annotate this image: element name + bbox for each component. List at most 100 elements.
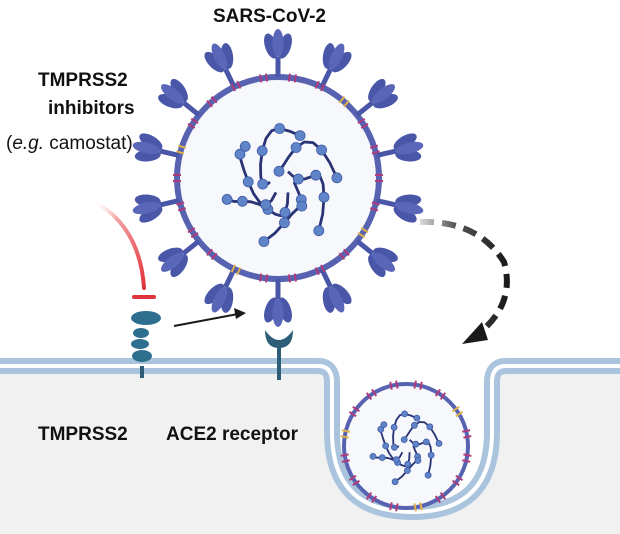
envelope-protein	[206, 248, 218, 260]
inhibitor-example-drug: camostat)	[44, 133, 133, 154]
envelope-protein	[434, 492, 446, 504]
envelope-protein	[434, 388, 446, 400]
inhibitor-example-eg: e.g.	[12, 133, 45, 154]
membrane-inner-line	[0, 364, 620, 515]
spike-protein	[264, 279, 292, 327]
rna-bead	[221, 193, 233, 205]
rna-bead	[380, 421, 388, 429]
spike-proteins	[132, 29, 424, 327]
envelope-protein	[452, 406, 464, 418]
rna-bead	[294, 130, 306, 142]
spike-protein	[355, 239, 398, 278]
rna-bead	[414, 457, 422, 464]
rna-bead	[427, 451, 435, 459]
envelope-protein	[176, 144, 187, 155]
ace2-receptor-label: ACE2 receptor	[166, 424, 298, 445]
envelope-protein	[357, 117, 369, 129]
ace2-receptor	[265, 330, 293, 380]
rna-bead	[413, 414, 421, 422]
envelope-proteins	[173, 73, 383, 283]
rna-bead	[242, 176, 254, 188]
rna-bead	[310, 169, 322, 181]
rna-bead	[390, 443, 398, 451]
rna-bead	[422, 438, 430, 446]
envelope-protein	[369, 144, 380, 155]
envelope-protein	[462, 453, 472, 463]
envelope-protein	[230, 264, 242, 276]
spike-protein	[319, 43, 352, 89]
rna-bead	[410, 421, 418, 429]
rna-bead	[424, 471, 432, 479]
virus-envelope	[174, 74, 382, 282]
rna-bead	[403, 467, 411, 474]
envelope-protein	[348, 406, 360, 418]
endocytosis-arrow	[419, 218, 510, 344]
rna-bead	[279, 206, 291, 218]
envelope-protein	[340, 453, 350, 463]
endosome-envelope-proteins	[340, 380, 472, 512]
rna-bead	[435, 440, 443, 447]
rna-bead	[401, 410, 409, 418]
envelope-protein	[348, 474, 360, 486]
envelope-protein	[287, 73, 297, 83]
spike-protein	[132, 194, 181, 223]
rna-bead	[316, 144, 328, 156]
envelope-protein	[206, 96, 218, 108]
rna-bead	[390, 423, 398, 431]
rna-bead	[239, 140, 251, 152]
envelope-protein	[314, 80, 326, 92]
envelope-protein	[187, 117, 199, 129]
cell-interior	[0, 366, 620, 534]
rna-bead	[258, 236, 270, 248]
inhibitor-example-open: (	[6, 133, 13, 154]
envelope-protein	[452, 474, 464, 486]
rna-bead	[378, 454, 386, 462]
envelope-protein	[340, 429, 350, 439]
spike-protein	[204, 43, 237, 89]
rna-bead	[257, 178, 269, 190]
rna-bead	[290, 142, 302, 153]
spike-protein	[375, 194, 424, 223]
rna-bead	[234, 148, 246, 160]
viral-rna	[221, 123, 343, 248]
rna-bead	[296, 200, 308, 212]
endocytosed-virion	[340, 380, 472, 512]
envelope-protein	[462, 429, 472, 439]
rna-bead	[382, 442, 390, 450]
spike-protein	[319, 267, 352, 313]
endosome-viral-rna	[369, 410, 443, 486]
rna-bead	[236, 195, 248, 207]
envelope-protein	[176, 201, 187, 212]
rna-bead	[426, 423, 434, 431]
envelope-protein	[413, 380, 423, 390]
rna-bead	[391, 478, 399, 486]
envelope-protein	[187, 227, 199, 239]
envelope-protein	[287, 273, 297, 283]
sars-cov-2-virion	[132, 29, 424, 327]
rna-bead	[273, 165, 285, 177]
rna-bead	[331, 172, 343, 184]
spike-protein	[264, 29, 292, 77]
envelope-protein	[366, 492, 378, 504]
rna-bead	[318, 191, 330, 203]
tmprss2-protease	[131, 311, 161, 378]
rna-bead	[260, 199, 272, 211]
envelope-protein	[413, 502, 423, 512]
rna-bead	[400, 436, 408, 444]
rna-bead	[392, 456, 400, 464]
virus-title: SARS-CoV-2	[213, 6, 326, 27]
envelope-protein	[389, 380, 399, 390]
envelope-protein	[314, 264, 326, 276]
activation-arrow	[173, 308, 246, 327]
envelope-protein	[259, 273, 269, 283]
envelope-protein	[389, 502, 399, 512]
envelope-protein	[357, 227, 369, 239]
envelope-protein	[338, 96, 350, 108]
envelope-protein	[230, 80, 242, 92]
rna-bead	[404, 460, 412, 468]
rna-bead	[369, 452, 377, 460]
cell-membrane	[0, 358, 620, 534]
envelope-protein	[338, 248, 350, 260]
envelope-protein	[366, 388, 378, 400]
